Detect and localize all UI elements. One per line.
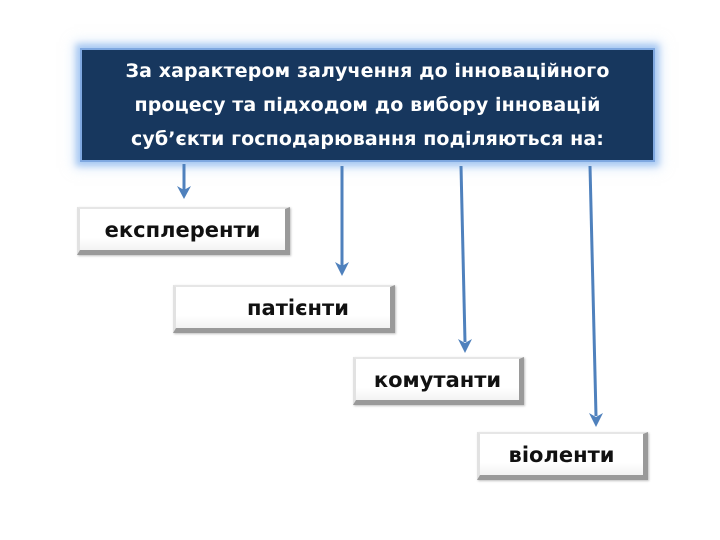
category-violents: віоленти: [477, 432, 648, 480]
category-label: комутанти: [373, 367, 502, 392]
header-line-1: За характером залучення до інноваційного: [125, 60, 610, 82]
category-label: віоленти: [508, 442, 615, 467]
category-explerents: експлеренти: [77, 207, 290, 255]
arrow-to-patients: [335, 166, 349, 276]
header-line-2: процесу та підходом до вибору інновацій: [134, 94, 601, 116]
arrow-to-violents: [588, 165, 603, 427]
category-commutants: комутанти: [353, 357, 524, 405]
category-label: патієнти: [247, 295, 349, 320]
arrow-to-commutants: [458, 165, 472, 353]
arrow-to-explerents: [177, 164, 191, 199]
category-patients: патієнти: [173, 285, 395, 333]
header-line-3: суб’єкти господарювання поділяються на:: [131, 128, 604, 150]
classification-header-box: За характером залучення до інноваційного…: [80, 48, 655, 162]
category-label: експлеренти: [104, 217, 261, 242]
